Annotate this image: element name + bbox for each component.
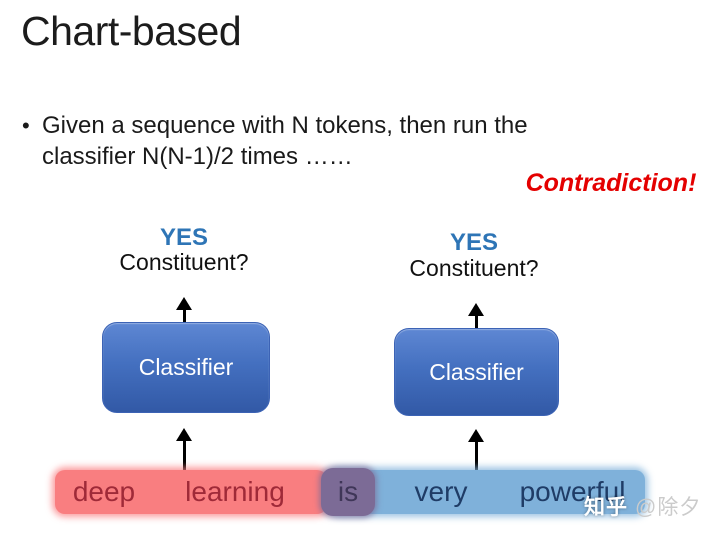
constituent-question-right: Constituent? (409, 255, 539, 281)
classifier-box-right: Classifier (394, 328, 559, 416)
arrowhead-icon (176, 284, 192, 310)
arrow-up-icon (468, 290, 484, 328)
contradiction-annotation: Contradiction! (525, 169, 697, 197)
constituent-question-left: Constituent? (119, 249, 249, 275)
sentence-token: deep (72, 476, 136, 507)
classifier-label-right: Classifier (429, 358, 524, 385)
bullet-item: • Given a sequence with N tokens, then r… (22, 110, 582, 172)
sentence-token: learning (185, 476, 285, 507)
constituent-span-blue (330, 470, 645, 514)
arrowhead-icon (176, 415, 192, 441)
sentence-token: is (337, 476, 359, 507)
sentence-token: very (414, 476, 468, 507)
watermark-username: @除夕 (635, 496, 702, 519)
watermark-brand: 知乎 (584, 496, 628, 519)
arrow-shaft (182, 310, 186, 323)
bullet-marker: • (22, 113, 30, 138)
arrow-up-icon (176, 415, 192, 470)
constituent-span-red (55, 470, 327, 514)
classifier-box-left: Classifier (102, 322, 270, 413)
arrowhead-icon (468, 416, 484, 442)
arrow-up-icon (468, 416, 484, 470)
slide-title: Chart-based (21, 8, 242, 54)
arrow-shaft (182, 441, 186, 470)
watermark: 知乎 @除夕 (584, 491, 701, 521)
bullet-text: Given a sequence with N tokens, then run… (42, 112, 528, 170)
arrowhead-icon (468, 290, 484, 316)
yes-label-left: YES (159, 224, 209, 251)
arrow-shaft (474, 442, 478, 470)
classifier-label-left: Classifier (138, 354, 234, 380)
constituent-span-overlap (321, 468, 375, 516)
sentence-token: powerful (519, 476, 626, 507)
yes-label-right: YES (449, 229, 499, 256)
arrow-shaft (474, 316, 478, 328)
arrow-up-icon (176, 284, 192, 323)
